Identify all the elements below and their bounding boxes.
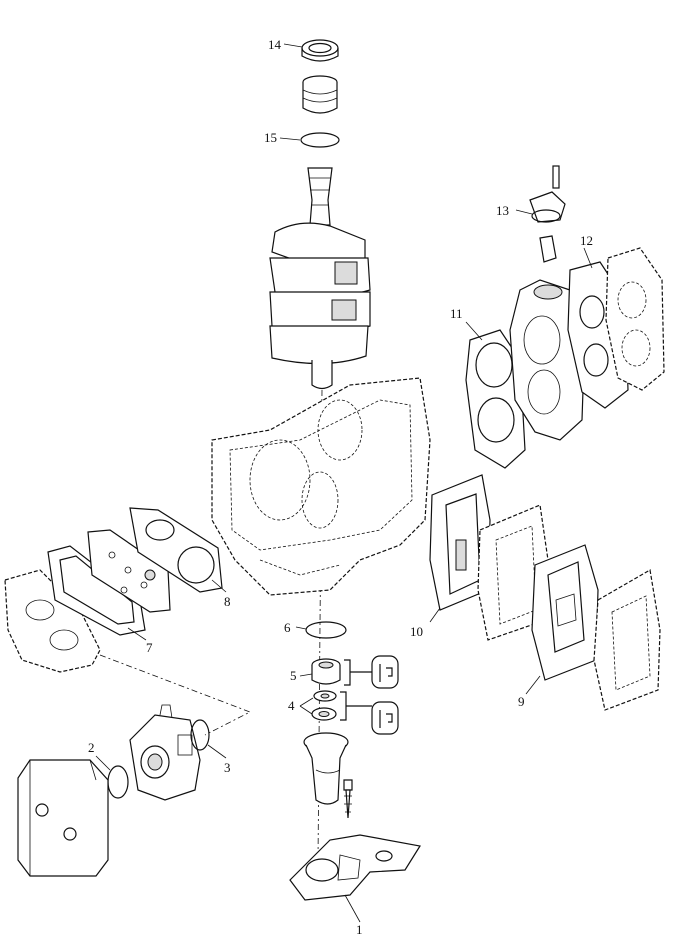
part-carburetor [129,704,201,801]
callout-5: 5 [290,668,297,683]
callout-15: 15 [264,130,277,145]
callout-13: 13 [496,203,509,218]
callout-3: 3 [224,760,231,775]
part-gasket-8 [129,507,223,593]
part-bearings-4 [311,690,337,721]
part-cylinder-block [211,377,431,596]
part-o-ring-3 [190,719,210,751]
part-oil-seal-top [301,39,339,62]
callout-14: 14 [268,37,282,52]
part-cover-plate [87,529,171,613]
part-bolt [343,779,353,819]
callout-10: 10 [410,624,423,639]
grease-tube-icon [371,655,399,689]
grease-tube-icon-2 [371,701,399,735]
part-bearing-sleeve [302,75,338,114]
part-plate-outer-2 [593,569,661,711]
part-cylinder-head [509,279,586,441]
callout-9: 9 [518,694,525,709]
part-thermostat-cover [529,165,566,263]
part-crankshaft [269,167,371,390]
part-lower-housing [303,732,349,805]
part-head-gasket-11 [465,329,526,469]
part-gasket-10 [429,474,491,611]
part-intake-silencer [17,759,109,877]
callout-1: 1 [356,922,363,937]
callout-4: 4 [288,698,295,713]
part-base-gasket-1 [289,834,421,901]
callout-12: 12 [580,233,593,248]
part-gasket-9 [531,544,599,681]
callout-2: 2 [88,740,95,755]
part-o-ring-2 [107,765,129,799]
part-o-ring-15 [300,132,340,148]
callout-6: 6 [284,620,291,635]
part-head-cover [605,247,665,391]
callout-7: 7 [146,640,153,655]
callout-8: 8 [224,594,231,609]
part-o-ring-6 [305,621,347,639]
part-bearing-5 [311,658,341,685]
part-gasket-7 [47,545,146,636]
callout-11: 11 [450,306,463,321]
